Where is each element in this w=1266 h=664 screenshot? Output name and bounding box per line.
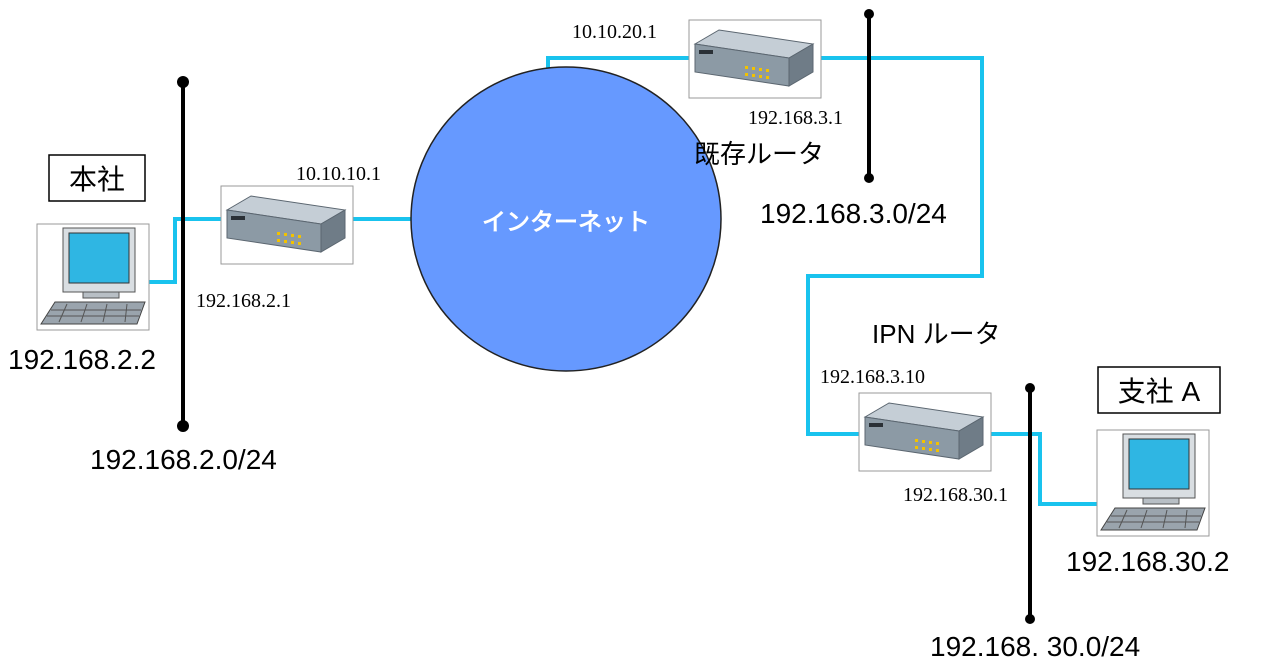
pc-honsha-address: 192.168.2.2 [8,344,156,375]
internet-cloud-icon [410,66,722,372]
segment-shisha [1025,383,1035,624]
shisha-label-box: 支社 A [1097,366,1221,414]
router-icon [220,185,354,265]
segment-honsha [177,76,189,432]
link-ipn-router-pc-shisha [990,432,1108,506]
internet-label: インターネット [482,209,650,236]
honsha-label: 本社 [69,164,125,195]
router-honsha-wan-address: 10.10.10.1 [296,163,381,185]
desktop-computer-icon [1096,429,1210,537]
router-honsha-lan-address: 192.168.2.1 [196,290,291,312]
link-pc-honsha [140,217,222,284]
router-icon [688,19,822,99]
honsha-label-box: 本社 [48,154,146,202]
shisha-label: 支社 A [1118,376,1201,407]
segment-existing [864,9,874,183]
ipn-router-lan-address: 192.168.30.1 [903,484,1008,506]
existing-router-label: 既存ルータ [694,139,824,169]
desktop-computer-icon [36,223,150,331]
existing-router-lan-address: 192.168.3.1 [748,107,843,129]
router-icon [858,392,992,472]
ipn-router-label: IPN ルータ [872,319,1001,349]
existing-router-wan-address: 10.10.20.1 [572,21,657,43]
pc-shisha-address: 192.168.30.2 [1066,546,1230,577]
net-existing-address: 192.168.3.0/24 [760,198,947,229]
link-existing-router-ipn-router [806,56,984,436]
net-honsha-address: 192.168.2.0/24 [90,444,277,475]
net-shisha-address: 192.168. 30.0/24 [930,631,1140,662]
ipn-router-wan-address: 192.168.3.10 [820,366,925,388]
